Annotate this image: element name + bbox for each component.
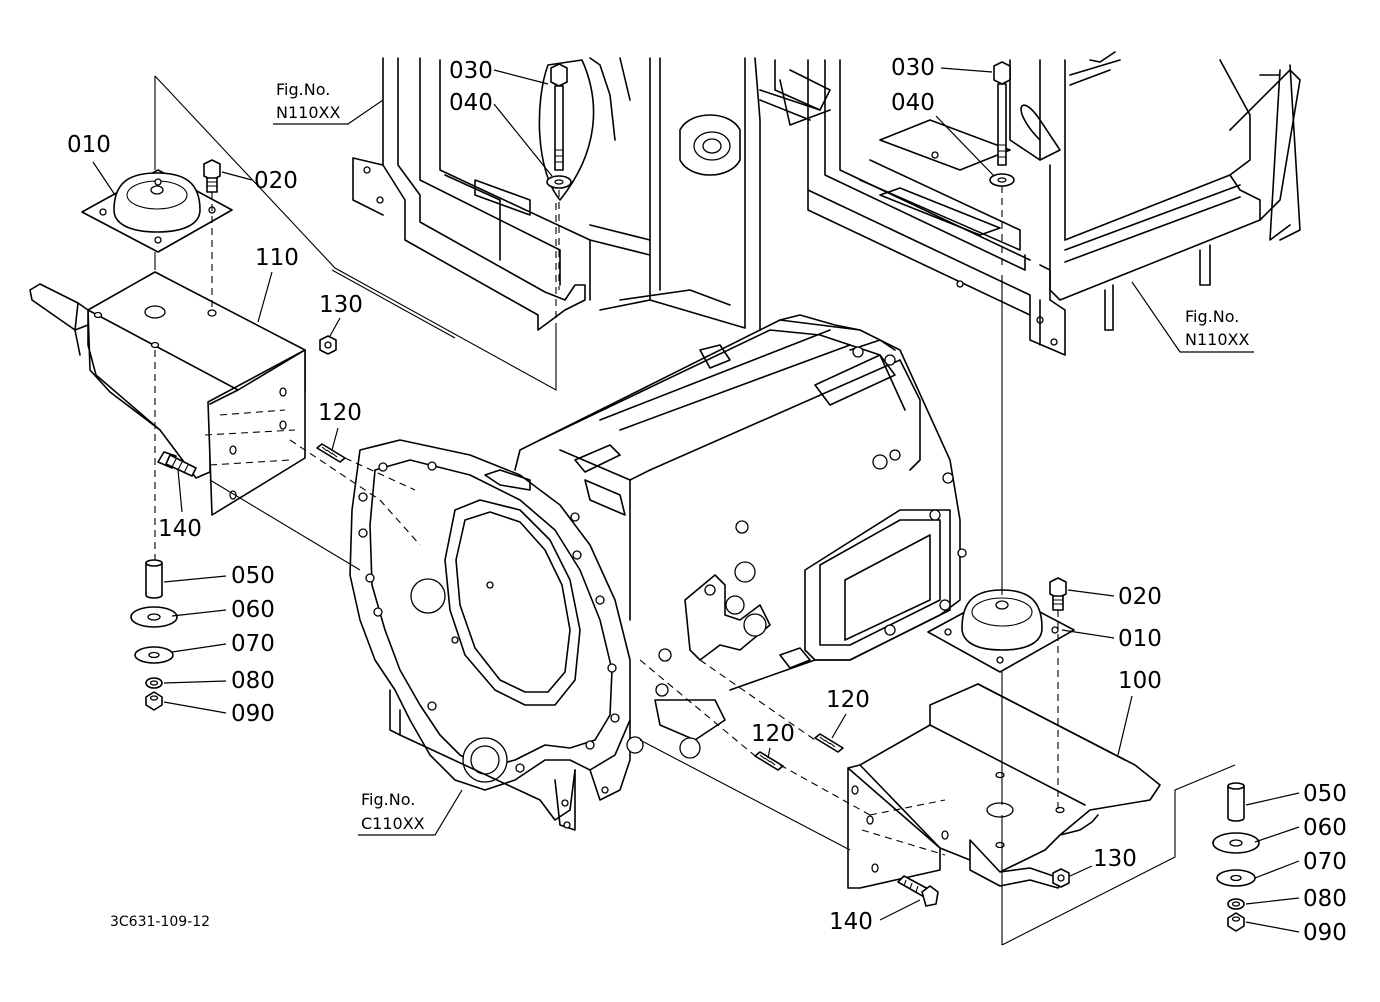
callout-120-right-lower: 120 xyxy=(751,721,795,747)
vibration-mount-010-right xyxy=(927,589,1075,673)
callout-110: 110 xyxy=(255,245,299,271)
callout-130-left: 130 xyxy=(319,292,363,318)
figure-ref-bottom: Fig.No. C110XX xyxy=(358,789,463,836)
figure-ref-label: Fig.No. xyxy=(276,80,330,99)
callout-050-right: 050 xyxy=(1303,781,1347,807)
callout-030-right: 030 xyxy=(891,55,935,81)
figure-ref-number: C110XX xyxy=(361,814,425,833)
stud-120-left xyxy=(316,443,346,463)
clutch-housing xyxy=(349,439,644,831)
stud-120-right-upper xyxy=(814,733,844,753)
callout-020-right: 020 xyxy=(1118,584,1162,610)
callout-140-right: 140 xyxy=(829,909,873,935)
stud-120-right-lower xyxy=(754,751,784,771)
figure-ref-number: N110XX xyxy=(276,103,340,122)
washer-040-left xyxy=(546,175,572,189)
mount-bracket-100 xyxy=(847,683,1161,889)
callout-070-left: 070 xyxy=(231,631,275,657)
callout-060-right: 060 xyxy=(1303,815,1347,841)
callout-080-left: 080 xyxy=(231,668,275,694)
callout-040-left: 040 xyxy=(449,90,493,116)
nut-130-left xyxy=(319,335,337,355)
callout-030-left: 030 xyxy=(449,58,493,84)
callout-120-right-upper: 120 xyxy=(826,687,870,713)
transmission-case xyxy=(514,314,967,759)
bolt-020-left xyxy=(203,159,221,193)
mount-bracket-110 xyxy=(29,271,306,516)
diagram-code: 3C631-109-12 xyxy=(110,914,210,930)
figure-ref-number: N110XX xyxy=(1185,330,1249,349)
callout-120-left: 120 xyxy=(318,400,362,426)
callout-090-right: 090 xyxy=(1303,920,1347,946)
callout-070-right: 070 xyxy=(1303,849,1347,875)
figure-ref-top-left: Fig.No. N110XX xyxy=(273,80,384,125)
vibration-mount-010-left xyxy=(81,169,233,253)
callout-labels: 030 040 010 020 110 130 120 140 050 060 … xyxy=(67,55,1347,946)
nut-130-right xyxy=(1052,868,1070,888)
spacer-stack-left xyxy=(130,559,178,711)
callout-060-left: 060 xyxy=(231,597,275,623)
callout-040-right: 040 xyxy=(891,90,935,116)
bolt-140-left xyxy=(157,451,197,477)
callout-100: 100 xyxy=(1118,668,1162,694)
spacer-stack-right xyxy=(1212,782,1260,932)
figure-ref-label: Fig.No. xyxy=(1185,307,1239,326)
bolt-030-left xyxy=(550,63,568,171)
figure-ref-label: Fig.No. xyxy=(361,790,415,809)
bolt-030-right xyxy=(993,61,1011,166)
callout-090-left: 090 xyxy=(231,701,275,727)
figure-ref-top-right: Fig.No. N110XX xyxy=(1131,281,1254,353)
callout-140-left: 140 xyxy=(158,516,202,542)
bolt-140-right xyxy=(897,875,939,907)
callout-130-right: 130 xyxy=(1093,846,1137,872)
cab-frame-left xyxy=(352,57,831,331)
callout-010-right: 010 xyxy=(1118,626,1162,652)
callout-020-left: 020 xyxy=(254,168,298,194)
bolt-020-right xyxy=(1049,577,1067,611)
callout-080-right: 080 xyxy=(1303,886,1347,912)
callout-050-left: 050 xyxy=(231,563,275,589)
cab-frame-right xyxy=(779,51,1301,356)
callout-010-left: 010 xyxy=(67,132,111,158)
